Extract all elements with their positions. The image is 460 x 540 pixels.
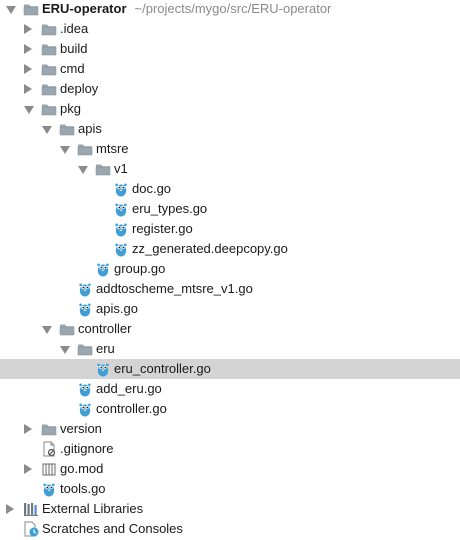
go-file-icon [77, 301, 93, 317]
go-file-icon [77, 281, 93, 297]
go-file-icon [41, 481, 57, 497]
tree-item-label: eru [96, 341, 115, 356]
tree-item-label: version [60, 421, 102, 436]
folder-icon [59, 121, 75, 137]
chevron-right-icon[interactable] [24, 464, 32, 474]
tree-item-tools-go[interactable]: tools.go [0, 479, 460, 499]
folder-icon [41, 61, 57, 77]
tree-item-label: apis [78, 121, 102, 136]
folder-icon [41, 21, 57, 37]
tree-item-label: .idea [60, 21, 89, 36]
tree-item-apis-go[interactable]: apis.go [0, 299, 460, 319]
tree-item-label: tools.go [60, 481, 106, 496]
go-file-icon [77, 381, 93, 397]
tree-item-label: cmd [60, 61, 85, 76]
chevron-down-icon[interactable] [78, 166, 88, 174]
chevron-right-icon[interactable] [24, 64, 32, 74]
tree-item-label: go.mod [60, 461, 104, 476]
tree-item-group-go[interactable]: group.go [0, 259, 460, 279]
tree-item-eru[interactable]: eru [0, 339, 460, 359]
tree-item-label: Scratches and Consoles [42, 521, 183, 536]
chevron-right-icon[interactable] [24, 44, 32, 54]
tree-item-label: eru_types.go [132, 201, 208, 216]
project-name: ERU-operator [42, 1, 127, 16]
chevron-right-icon[interactable] [24, 24, 32, 34]
tree-item-deploy[interactable]: deploy [0, 79, 460, 99]
tree-item-label: eru_controller.go [114, 361, 211, 376]
tree-item-controller-go[interactable]: controller.go [0, 399, 460, 419]
tree-item-label: mtsre [96, 141, 129, 156]
tree-item-external-libraries[interactable]: External Libraries [0, 499, 460, 519]
external-libraries-icon [23, 501, 39, 517]
go-file-icon [77, 401, 93, 417]
folder-icon [59, 321, 75, 337]
folder-icon [77, 141, 93, 157]
chevron-down-icon[interactable] [60, 146, 70, 154]
tree-item-label: addtoscheme_mtsre_v1.go [96, 281, 253, 296]
tree-item-apis[interactable]: apis [0, 119, 460, 139]
tree-item-label: controller.go [96, 401, 167, 416]
go-file-icon [113, 181, 129, 197]
go-file-icon [95, 261, 111, 277]
go-file-icon [113, 221, 129, 237]
tree-item-zz-generated-deepcopy-go[interactable]: zz_generated.deepcopy.go [0, 239, 460, 259]
tree-item-version[interactable]: version [0, 419, 460, 439]
tree-item-label: v1 [114, 161, 128, 176]
tree-item-add-eru-go[interactable]: add_eru.go [0, 379, 460, 399]
tree-item-gitignore[interactable]: .gitignore [0, 439, 460, 459]
folder-icon [95, 161, 111, 177]
chevron-down-icon[interactable] [42, 126, 52, 134]
tree-item-label: zz_generated.deepcopy.go [132, 241, 288, 256]
tree-item-pkg[interactable]: pkg [0, 99, 460, 119]
tree-item-label: External Libraries [42, 501, 144, 516]
tree-item-label: controller [78, 321, 132, 336]
folder-icon [41, 81, 57, 97]
chevron-right-icon[interactable] [24, 84, 32, 94]
tree-item-label: register.go [132, 221, 193, 236]
tree-item-label: build [60, 41, 88, 56]
tree-item-label: group.go [114, 261, 166, 276]
tree-item-eru-controller-go[interactable]: eru_controller.go [0, 359, 460, 379]
project-root-label: ERU-operator ~/projects/mygo/src/ERU-oper… [42, 1, 331, 17]
tree-item-build[interactable]: build [0, 39, 460, 59]
tree-item-v1[interactable]: v1 [0, 159, 460, 179]
tree-item-label: deploy [60, 81, 99, 96]
tree-item-controller[interactable]: controller [0, 319, 460, 339]
chevron-down-icon[interactable] [42, 326, 52, 334]
tree-item-cmd[interactable]: cmd [0, 59, 460, 79]
tree-item-scratches-and-consoles[interactable]: Scratches and Consoles [0, 519, 460, 539]
scratches-icon [23, 521, 39, 537]
folder-icon [41, 421, 57, 437]
tree-item-idea[interactable]: .idea [0, 19, 460, 39]
tree-item-addtoscheme-mtsre-v1-go[interactable]: addtoscheme_mtsre_v1.go [0, 279, 460, 299]
tree-item-go-mod[interactable]: go.mod [0, 459, 460, 479]
tree-item-label: .gitignore [60, 441, 114, 456]
tree-item-eru-operator[interactable]: ERU-operator ~/projects/mygo/src/ERU-oper… [0, 0, 460, 19]
go-file-icon [113, 201, 129, 217]
tree-item-label: doc.go [132, 181, 172, 196]
tree-item-mtsre[interactable]: mtsre [0, 139, 460, 159]
folder-icon [41, 101, 57, 117]
tree-item-label: pkg [60, 101, 81, 116]
chevron-down-icon[interactable] [60, 346, 70, 354]
project-path: ~/projects/mygo/src/ERU-operator [134, 1, 332, 16]
go-file-icon [95, 361, 111, 377]
go-file-icon [113, 241, 129, 257]
go-mod-icon [41, 461, 57, 477]
folder-icon [23, 1, 39, 17]
folder-icon [77, 341, 93, 357]
chevron-right-icon[interactable] [6, 504, 14, 514]
tree-item-eru-types-go[interactable]: eru_types.go [0, 199, 460, 219]
chevron-down-icon[interactable] [6, 6, 16, 14]
tree-item-register-go[interactable]: register.go [0, 219, 460, 239]
tree-item-label: add_eru.go [96, 381, 162, 396]
tree-item-label: apis.go [96, 301, 138, 316]
chevron-down-icon[interactable] [24, 106, 34, 114]
chevron-right-icon[interactable] [24, 424, 32, 434]
folder-icon [41, 41, 57, 57]
tree-item-doc-go[interactable]: doc.go [0, 179, 460, 199]
gitignore-file-icon [41, 441, 57, 457]
